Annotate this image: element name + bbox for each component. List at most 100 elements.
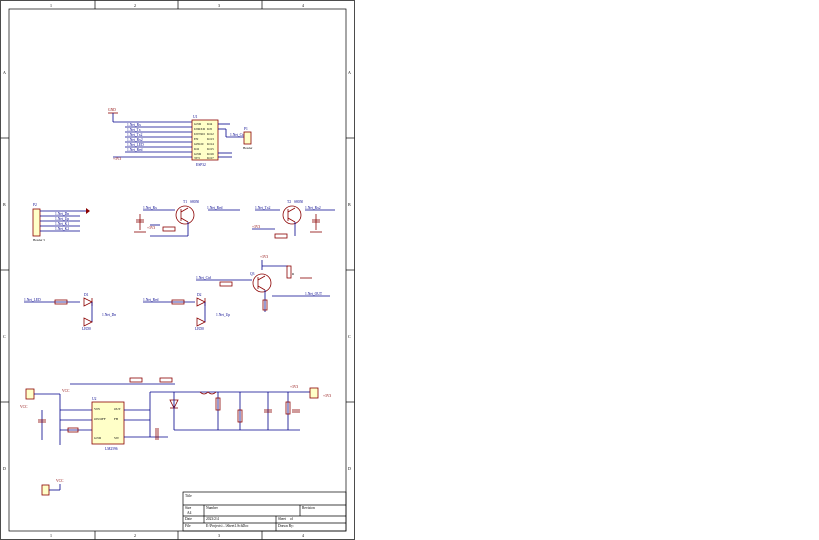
svg-text:P2: P2 xyxy=(33,203,37,207)
svg-text:U0RXD: U0RXD xyxy=(194,127,206,131)
svg-text:1.Net_Tx2: 1.Net_Tx2 xyxy=(127,133,143,137)
u1-left-wires: 1.Net_Rx 1.Net_Tx 1.Net_Tx2 1.Net_Rx2 1.… xyxy=(113,123,192,161)
u1-name: ESP32 xyxy=(196,163,206,167)
sheet-of: of xyxy=(290,517,294,521)
svg-text:VCC: VCC xyxy=(62,389,70,393)
svg-text:+3V3: +3V3 xyxy=(113,157,121,161)
svg-text:VCC: VCC xyxy=(20,405,28,409)
svg-text:1.Net_Tx2: 1.Net_Tx2 xyxy=(255,206,271,210)
svg-text:Q3: Q3 xyxy=(250,272,255,276)
size-value: A4 xyxy=(187,511,192,515)
outer-frame xyxy=(0,0,355,540)
svg-text:IO14: IO14 xyxy=(207,142,214,146)
mcu-block[interactable]: GND U1 GND U0RXD U0TXD EN GPIO0 IO2 GND … xyxy=(108,108,253,167)
svg-text:T2: T2 xyxy=(287,200,291,204)
title-block: Title Size A4 Number Revision Date 2023/… xyxy=(182,491,347,532)
zone-left-a: A xyxy=(3,70,6,75)
svg-text:1.Net_Rx: 1.Net_Rx xyxy=(127,123,141,127)
svg-text:EN: EN xyxy=(194,137,199,141)
svg-text:OUT: OUT xyxy=(114,407,121,411)
svg-text:GND: GND xyxy=(194,122,202,126)
svg-text:T1: T1 xyxy=(183,200,187,204)
svg-text:IO12: IO12 xyxy=(207,132,214,136)
zone-bottom-2: 2 xyxy=(134,533,136,538)
svg-text:GND: GND xyxy=(94,436,102,440)
u1-body xyxy=(191,119,219,161)
svg-text:LM2596: LM2596 xyxy=(105,447,118,451)
svg-text:IO17: IO17 xyxy=(207,156,214,160)
svg-text:U0TXD: U0TXD xyxy=(194,132,205,136)
p1-label: Header xyxy=(243,146,253,150)
u1-designator: U1 xyxy=(193,115,198,119)
zone-left-d: D xyxy=(3,466,6,471)
date-label: Date xyxy=(185,517,192,521)
transistor-t1[interactable]: 1.Net_Rx +3V3 T1 S8050 1.Net_Red xyxy=(134,200,240,237)
svg-text:IO2: IO2 xyxy=(194,147,199,151)
svg-text:1.Net_Rx2: 1.Net_Rx2 xyxy=(305,206,321,210)
zone-top-4: 4 xyxy=(302,3,304,8)
svg-text:IO15: IO15 xyxy=(207,147,214,151)
svg-text:1.Net_Red: 1.Net_Red xyxy=(127,148,143,152)
p1-designator: P1 xyxy=(244,127,248,131)
transistor-t2[interactable]: 1.Net_Tx2 T2 S8050 1.Net_Rx2 +3V3 xyxy=(252,200,335,239)
header-p2[interactable]: P2 1.Net_Dn 1.Net_Up 1.Net_K1 1.Net_K2 H… xyxy=(32,203,90,242)
svg-text:LED0: LED0 xyxy=(82,327,91,331)
zone-marks: 1 2 3 4 1 2 3 4 A B C D A B C D xyxy=(0,0,355,540)
svg-text:ON/OFF: ON/OFF xyxy=(94,417,106,421)
svg-text:1.Net_Tx: 1.Net_Tx xyxy=(127,128,141,132)
led-d1[interactable]: 1.Net_LED D1 LED0 1.Net_Dn xyxy=(24,293,116,331)
zone-bottom-1: 1 xyxy=(50,533,52,538)
svg-text:IO13: IO13 xyxy=(207,137,214,141)
svg-text:FB: FB xyxy=(114,417,119,421)
svg-text:LED0: LED0 xyxy=(195,327,204,331)
svg-text:D1: D1 xyxy=(84,293,89,297)
svg-text:+3V3: +3V3 xyxy=(323,394,331,398)
svg-text:R: R xyxy=(292,272,295,276)
zone-right-c: C xyxy=(348,334,351,339)
svg-text:VIN: VIN xyxy=(94,407,100,411)
svg-text:1.Net_K2: 1.Net_K2 xyxy=(55,227,69,231)
svg-text:1.Net_Rx: 1.Net_Rx xyxy=(143,206,157,210)
svg-text:Header 5: Header 5 xyxy=(33,238,45,242)
power-supply[interactable]: VCC VCC U2 VIN ON/OFF GND OUT FB SW LM25… xyxy=(20,377,331,451)
drawn-label: Drawn By: xyxy=(278,524,294,528)
svg-text:+3V3: +3V3 xyxy=(252,225,260,229)
zone-bottom-3: 3 xyxy=(218,533,220,538)
u1-right-wires: 1.Net_Ctrl xyxy=(218,123,245,158)
zone-right-d: D xyxy=(348,466,351,471)
svg-text:GPIO0: GPIO0 xyxy=(194,142,204,146)
svg-text:S8050: S8050 xyxy=(190,200,199,204)
svg-text:1.Net_Ctrl: 1.Net_Ctrl xyxy=(196,276,211,280)
size-label: Size xyxy=(185,506,192,510)
svg-text:GND: GND xyxy=(194,152,202,156)
number-label: Number xyxy=(206,506,219,510)
svg-text:1.Net_LED: 1.Net_LED xyxy=(24,298,41,302)
svg-text:1.Net_Dn: 1.Net_Dn xyxy=(102,313,116,317)
svg-text:IO16: IO16 xyxy=(207,152,214,156)
zone-top-3: 3 xyxy=(218,3,220,8)
transistor-q3[interactable]: +3V3 R 1.Net_Ctrl Q3 1.Net_OUT xyxy=(196,255,330,312)
led-d2[interactable]: 1.Net_Red D2 LED0 1.Net_Up xyxy=(143,293,230,331)
p1-body xyxy=(243,131,252,145)
svg-text:1.Net_OUT: 1.Net_OUT xyxy=(305,292,323,296)
zone-top-2: 2 xyxy=(134,3,136,8)
svg-text:1.Net_LED: 1.Net_LED xyxy=(127,143,144,147)
svg-text:S8050: S8050 xyxy=(294,200,303,204)
header-p3[interactable]: VCC xyxy=(41,479,64,496)
svg-text:+3V3: +3V3 xyxy=(260,255,268,259)
file-label: File xyxy=(185,524,191,528)
svg-text:VCC: VCC xyxy=(56,479,64,483)
title-label: Title xyxy=(185,494,192,498)
svg-text:+3V3: +3V3 xyxy=(290,385,298,389)
date-value: 2023/2/4 xyxy=(206,517,219,521)
svg-text:1.Net_Rx2: 1.Net_Rx2 xyxy=(127,138,143,142)
svg-text:1.Net_K1: 1.Net_K1 xyxy=(55,222,69,226)
svg-text:+3V3: +3V3 xyxy=(147,226,155,230)
inner-frame xyxy=(8,8,347,532)
revision-label: Revision xyxy=(302,506,315,510)
zone-top-1: 1 xyxy=(50,3,52,8)
svg-text:IO5: IO5 xyxy=(207,127,212,131)
svg-text:1.Net_Up: 1.Net_Up xyxy=(55,217,69,221)
zone-bottom-4: 4 xyxy=(302,533,304,538)
